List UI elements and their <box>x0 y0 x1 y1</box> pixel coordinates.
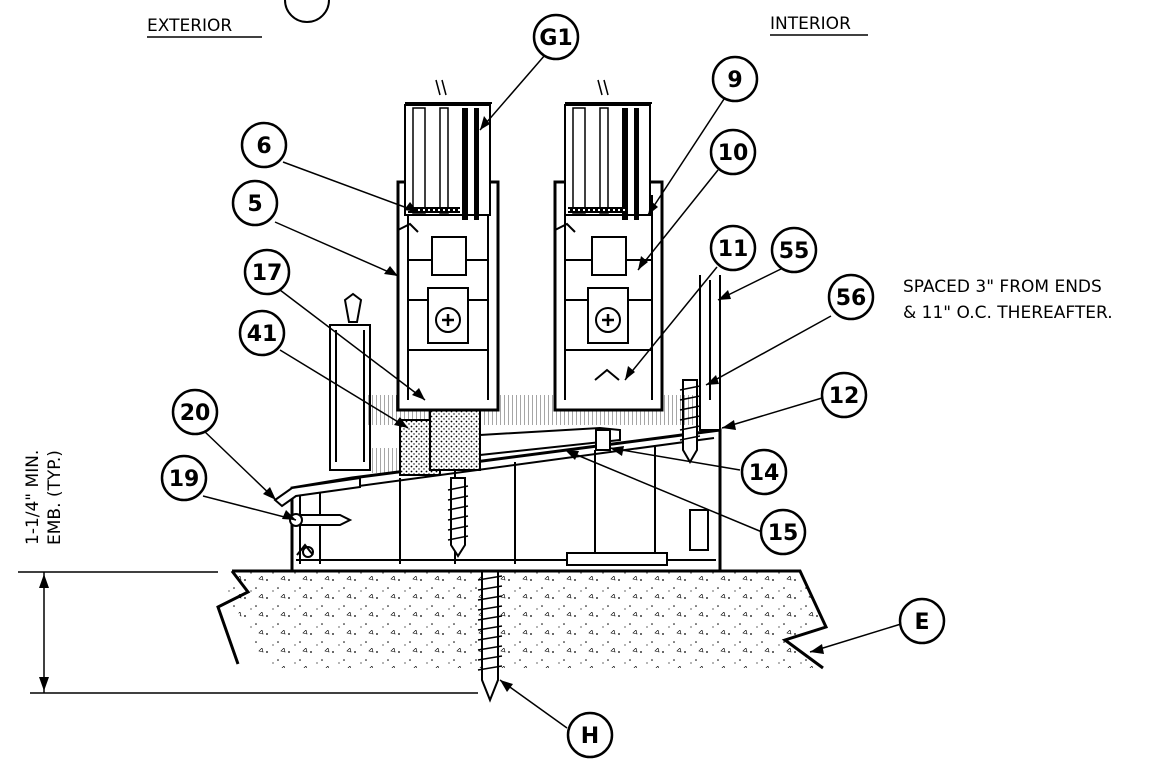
svg-text:14: 14 <box>749 461 780 486</box>
interior-sash <box>553 180 664 412</box>
embedment-dimension <box>18 571 478 694</box>
callout-g1: G1 <box>532 13 580 61</box>
embedment-note-line1: 1-1/4" MIN. <box>23 450 43 545</box>
svg-text:41: 41 <box>247 322 278 347</box>
svg-text:E: E <box>914 610 929 635</box>
callout-55: 55 <box>770 226 818 274</box>
svg-text:19: 19 <box>169 467 200 492</box>
svg-text:11: 11 <box>718 237 749 262</box>
leader-arrowheads <box>263 116 824 692</box>
svg-text:56: 56 <box>836 286 867 311</box>
embedment-note-line2: EMB. (TYP.) <box>45 450 65 545</box>
partial-callout-top <box>284 0 330 23</box>
callout-41: 41 <box>238 309 286 357</box>
callout-14: 14 <box>740 448 788 496</box>
callout-19: 19 <box>160 454 208 502</box>
svg-text:5: 5 <box>247 192 262 217</box>
interior-label: INTERIOR <box>770 14 851 34</box>
exterior-receptor <box>273 292 371 508</box>
callout-11: 11 <box>709 224 757 272</box>
callout-12: 12 <box>820 371 868 419</box>
embedment-note: 1-1/4" MIN. EMB. (TYP.) <box>23 450 65 545</box>
callout-17: 17 <box>243 248 291 296</box>
svg-text:H: H <box>581 724 599 749</box>
leader-lines <box>202 54 902 729</box>
exterior-label: EXTERIOR <box>147 16 232 36</box>
callout-9: 9 <box>711 55 759 103</box>
spacing-note-line2: & 11" O.C. THEREAFTER. <box>903 303 1113 323</box>
callout-5: 5 <box>231 179 279 227</box>
svg-text:G1: G1 <box>539 26 572 51</box>
stop-14 <box>595 429 611 451</box>
svg-text:15: 15 <box>768 521 799 546</box>
svg-text:10: 10 <box>718 141 749 166</box>
callout-56: 56 <box>827 273 875 321</box>
concrete-anchor <box>477 547 503 703</box>
concrete-slab <box>216 569 829 670</box>
callout-10: 10 <box>709 128 757 176</box>
interior-glass <box>564 79 652 220</box>
exterior-glass <box>404 79 492 220</box>
callout-15: 15 <box>759 508 807 556</box>
callout-h: H <box>566 711 614 759</box>
track-15 <box>479 426 621 457</box>
svg-text:17: 17 <box>252 261 283 286</box>
svg-text:12: 12 <box>829 384 860 409</box>
exterior-sash <box>396 180 500 412</box>
svg-text:6: 6 <box>256 134 271 159</box>
callout-20: 20 <box>171 388 219 436</box>
svg-text:9: 9 <box>727 68 742 93</box>
sill-frame <box>290 275 722 573</box>
callout-e: E <box>898 597 946 645</box>
svg-text:20: 20 <box>180 401 211 426</box>
callout-6: 6 <box>240 121 288 169</box>
svg-text:55: 55 <box>779 239 810 264</box>
spacing-note-line1: SPACED 3" FROM ENDS <box>903 277 1102 297</box>
